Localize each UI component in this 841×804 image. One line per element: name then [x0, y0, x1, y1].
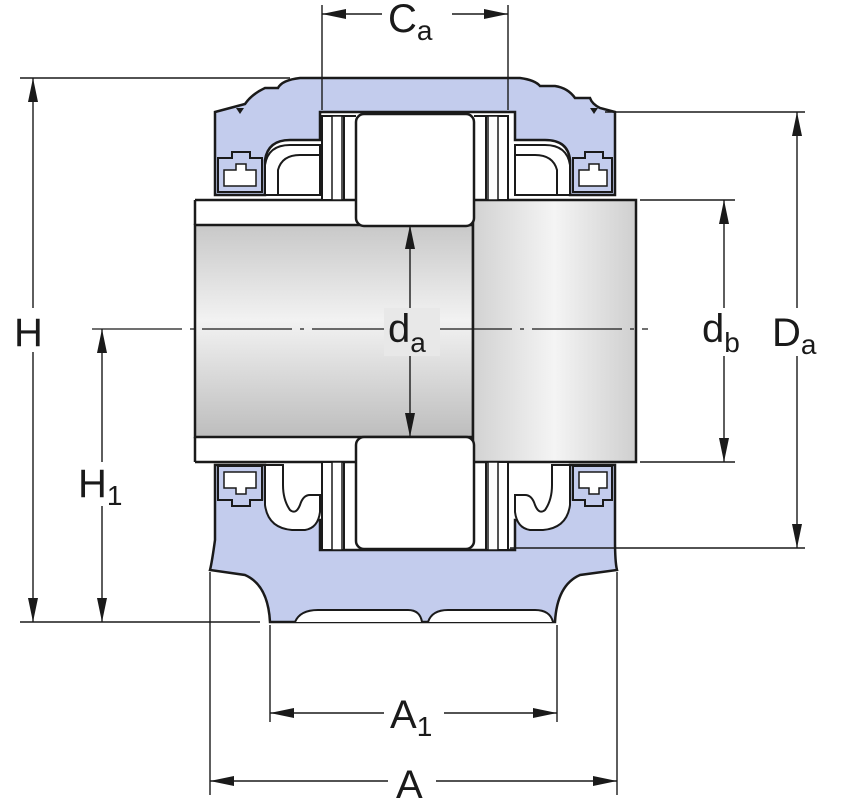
- label-h: H: [14, 311, 43, 355]
- label-da: da: [388, 307, 426, 358]
- housing-cap: [213, 76, 617, 197]
- housing-cavity-right: [514, 144, 571, 196]
- label-a1: A1: [390, 693, 432, 742]
- housing-cavity-lower-right: [514, 464, 571, 531]
- shaft-right-section: [471, 198, 638, 464]
- label-Da: Da: [772, 311, 817, 360]
- roller-lower: [354, 435, 476, 551]
- housing-upper: [213, 76, 617, 197]
- label-db: db: [702, 307, 740, 358]
- housing-cavity-left: [264, 144, 321, 196]
- housing-lower: [208, 463, 619, 624]
- label-h1: H1: [78, 462, 122, 511]
- bearing: [321, 112, 509, 551]
- label-a: A: [396, 763, 423, 804]
- label-ca: Ca: [388, 0, 433, 46]
- arrowheads: [28, 9, 802, 786]
- housing-cavity-lower-left: [264, 464, 321, 531]
- roller-upper: [354, 112, 476, 228]
